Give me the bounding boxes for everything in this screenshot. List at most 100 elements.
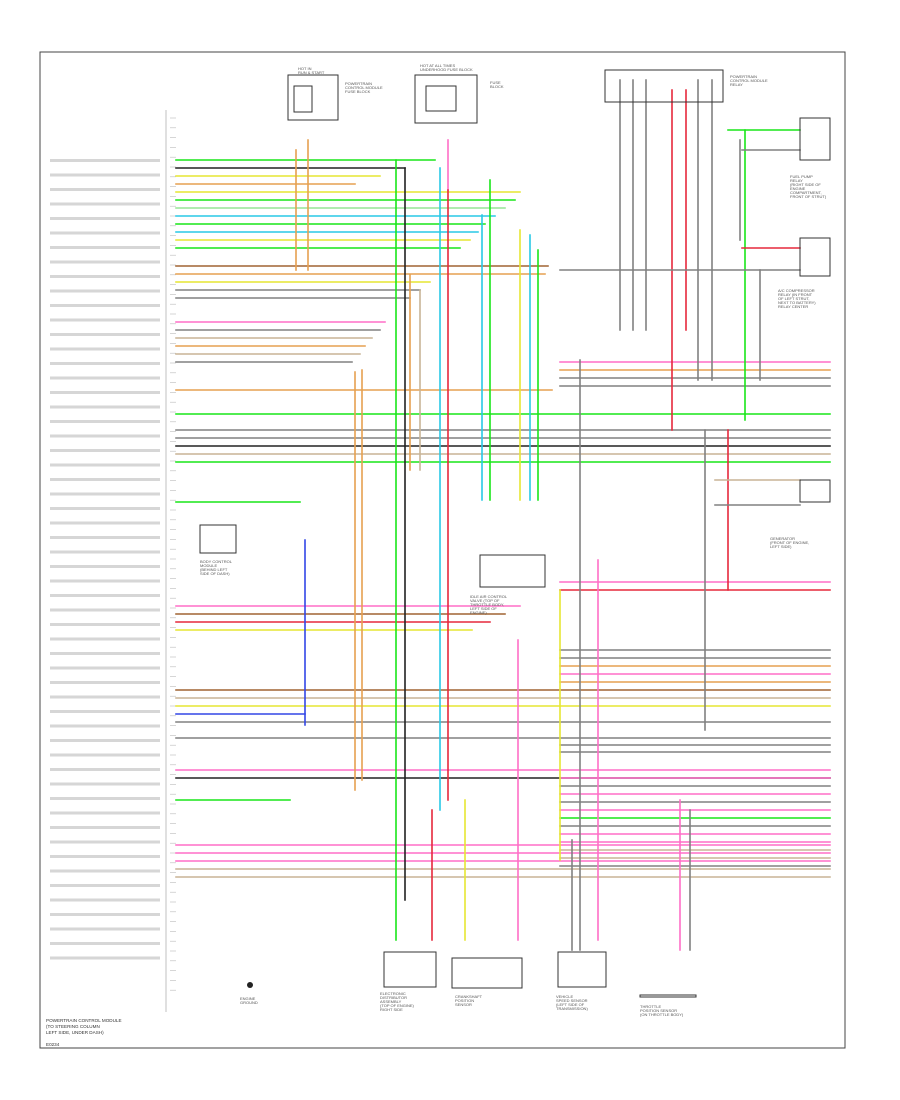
svg-text:ENGINE: ENGINE — [790, 186, 806, 191]
fuel-pump-relay-top: HOT AT ALL TIMES UNDERHOOD FUSE BLOCK FU… — [414, 63, 504, 124]
svg-text:DISTRIBUTOR: DISTRIBUTOR — [380, 995, 407, 1000]
footer-line-1: POWERTRAIN CONTROL MODULE — [46, 1018, 122, 1023]
pcm-pin-label-placeholder — [50, 594, 160, 597]
pcm-pin-label-placeholder — [50, 492, 160, 496]
svg-text:THROTTLE: THROTTLE — [640, 1004, 661, 1009]
pcm-pin-label-placeholder — [50, 840, 160, 844]
pcm-pin-label-placeholder — [50, 608, 160, 612]
pcm-pin-label-placeholder — [50, 927, 160, 931]
pcm-pin-label-placeholder — [50, 405, 160, 409]
pcm-pin-label-placeholder — [50, 869, 160, 873]
distributor-bottom: ELECTRONIC DISTRIBUTOR ASSEMBLY (TOP OF … — [380, 951, 437, 1012]
pcm-pin-label-placeholder — [50, 159, 160, 162]
pcm-pin-label-placeholder — [50, 681, 160, 684]
pcm-pin-label-placeholder — [50, 318, 160, 322]
footer-line-2: (TO STEERING COLUMN — [46, 1024, 100, 1029]
pcm-pin-label-placeholder — [50, 710, 160, 713]
svg-text:MODULE: MODULE — [200, 563, 217, 568]
svg-text:CONTROL MODULE: CONTROL MODULE — [730, 78, 768, 83]
pcm-pin-label-placeholder — [50, 652, 160, 655]
svg-text:BODY CONTROL: BODY CONTROL — [200, 559, 233, 564]
vss-bottom: VEHICLE SPEED SENSOR (LEFT SIDE OF TRANS… — [556, 951, 607, 1011]
brake-switch-module: BODY CONTROL MODULE (BEHIND LEFT SIDE OF… — [199, 524, 237, 576]
svg-text:GROUND: GROUND — [240, 1000, 258, 1005]
svg-text:ASSEMBLY: ASSEMBLY — [380, 999, 402, 1004]
svg-text:(ON THROTTLE BODY): (ON THROTTLE BODY) — [640, 1012, 684, 1017]
pcm-pin-label-placeholder — [50, 855, 160, 858]
pcm-pin-label-placeholder — [50, 666, 160, 670]
pcm-pin-label-placeholder — [50, 942, 160, 945]
svg-text:FRONT OF STRUT): FRONT OF STRUT) — [790, 194, 827, 199]
pcm-pin-label-placeholder — [50, 478, 160, 481]
svg-text:VEHICLE: VEHICLE — [556, 994, 573, 999]
pcm-pin-label-placeholder — [50, 536, 160, 539]
pcm-pin-label-placeholder — [50, 420, 160, 423]
pcm-pin-label-placeholder — [50, 333, 160, 336]
pcm-pin-label-placeholder — [50, 463, 160, 467]
pcm-pin-label-placeholder — [50, 391, 160, 394]
pcm-pin-label-placeholder — [50, 347, 160, 351]
pcm-pin-label-placeholder — [50, 739, 160, 742]
svg-text:A/C COMPRESSOR: A/C COMPRESSOR — [778, 288, 815, 293]
pcm-pin-label-placeholder — [50, 289, 160, 293]
crank-sensor-bottom: CRANKSHAFT POSITION SENSOR — [451, 957, 523, 1007]
ignition-switch-box: HOT IN RUN & START POWERTRAIN CONTROL MO… — [287, 66, 383, 121]
tps-bottom: THROTTLE POSITION SENSOR (ON THROTTLE BO… — [639, 994, 697, 1017]
pcm-pin-label-placeholder — [50, 304, 160, 307]
svg-text:SIDE OF DASH): SIDE OF DASH) — [200, 571, 230, 576]
pcm-pin-label-placeholder — [50, 507, 160, 510]
svg-text:LEFT SIDE OF: LEFT SIDE OF — [470, 606, 497, 611]
svg-text:VALVE (TOP OF: VALVE (TOP OF — [470, 598, 500, 603]
svg-text:(RIGHT SIDE OF: (RIGHT SIDE OF — [790, 182, 821, 187]
svg-text:RUN & START: RUN & START — [298, 70, 325, 75]
pcm-pin-label-placeholder — [50, 782, 160, 786]
pcm-pin-label-placeholder — [50, 449, 160, 452]
egr-solenoid-right: GENERATOR (FRONT OF ENGINE, LEFT SIDE) — [770, 479, 831, 549]
svg-text:ENGINE): ENGINE) — [470, 610, 487, 615]
pcm-pin-label-placeholder — [50, 188, 160, 191]
svg-text:TRANSMISSION): TRANSMISSION) — [556, 1006, 588, 1011]
svg-text:(BEHIND LEFT: (BEHIND LEFT — [200, 567, 228, 572]
svg-text:POWERTRAIN: POWERTRAIN — [345, 81, 372, 86]
pcm-pin-label-placeholder — [50, 376, 160, 380]
svg-text:POSITION SENSOR: POSITION SENSOR — [640, 1008, 677, 1013]
pcm-pin-label-placeholder — [50, 362, 160, 365]
ac-compressor-relay-right: A/C COMPRESSOR RELAY (IN FRONT OF LEFT S… — [778, 237, 831, 309]
svg-text:LEFT SIDE): LEFT SIDE) — [770, 544, 792, 549]
svg-text:IDLE AIR CONTROL: IDLE AIR CONTROL — [470, 594, 508, 599]
pcm-pin-label-placeholder — [50, 565, 160, 568]
svg-text:ELECTRONIC: ELECTRONIC — [380, 991, 406, 996]
svg-text:RELAY: RELAY — [730, 82, 743, 87]
svg-text:(FRONT OF ENGINE,: (FRONT OF ENGINE, — [770, 540, 809, 545]
svg-text:GENERATOR: GENERATOR — [770, 536, 795, 541]
svg-text:SENSOR: SENSOR — [455, 1002, 472, 1007]
pcm-pin-label-placeholder — [50, 898, 160, 902]
pcm-pin-label-placeholder — [50, 231, 160, 235]
pcm-pin-label-placeholder — [50, 637, 160, 641]
pcm-pin-label-placeholder — [50, 246, 160, 249]
svg-text:SPEED SENSOR: SPEED SENSOR — [556, 998, 588, 1003]
pcm-pin-label-placeholder — [50, 275, 160, 278]
svg-text:(TOP OF ENGINE): (TOP OF ENGINE) — [380, 1003, 415, 1008]
svg-text:OF LEFT STRUT,: OF LEFT STRUT, — [778, 296, 809, 301]
wire-group — [175, 79, 831, 951]
pcm-pin-label-placeholder — [50, 173, 160, 177]
svg-text:(LEFT SIDE OF: (LEFT SIDE OF — [556, 1002, 585, 1007]
pcm-pin-label-placeholder — [50, 724, 160, 728]
svg-text:HOT IN: HOT IN — [298, 66, 312, 71]
pcm-pin-label-placeholder — [50, 202, 160, 206]
pcm-pin-label-placeholder — [50, 260, 160, 264]
diagram-frame — [39, 51, 846, 1049]
pcm-pin-label-placeholder — [50, 550, 160, 554]
svg-text:RELAY: RELAY — [790, 178, 803, 183]
svg-text:RIGHT SIDE: RIGHT SIDE — [380, 1007, 403, 1012]
pcm-pin-label-placeholder — [50, 826, 160, 829]
pcm-connector-column — [50, 110, 176, 1012]
pcm-pin-label-placeholder — [50, 521, 160, 525]
svg-text:HOT AT ALL TIMES: HOT AT ALL TIMES — [420, 63, 455, 68]
svg-text:CONTROL MODULE: CONTROL MODULE — [345, 85, 383, 90]
svg-text:ENGINE: ENGINE — [240, 996, 256, 1001]
pcm-pin-label-placeholder — [50, 768, 160, 771]
svg-text:FUSE: FUSE — [490, 80, 501, 85]
